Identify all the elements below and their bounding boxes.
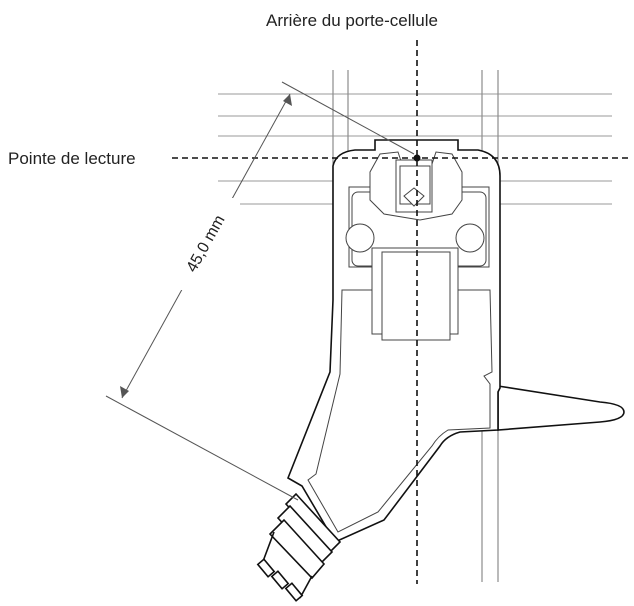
cartridge-connector bbox=[256, 492, 342, 602]
dimension-45mm bbox=[105, 81, 415, 501]
stylus-tip-point bbox=[413, 154, 421, 162]
tonearm-tube bbox=[497, 385, 625, 431]
side-label: Pointe de lecture bbox=[8, 149, 136, 168]
headshell-inner-outline bbox=[307, 289, 493, 533]
top-label: Arrière du porte-cellule bbox=[266, 11, 438, 30]
cartridge-body bbox=[345, 151, 490, 341]
